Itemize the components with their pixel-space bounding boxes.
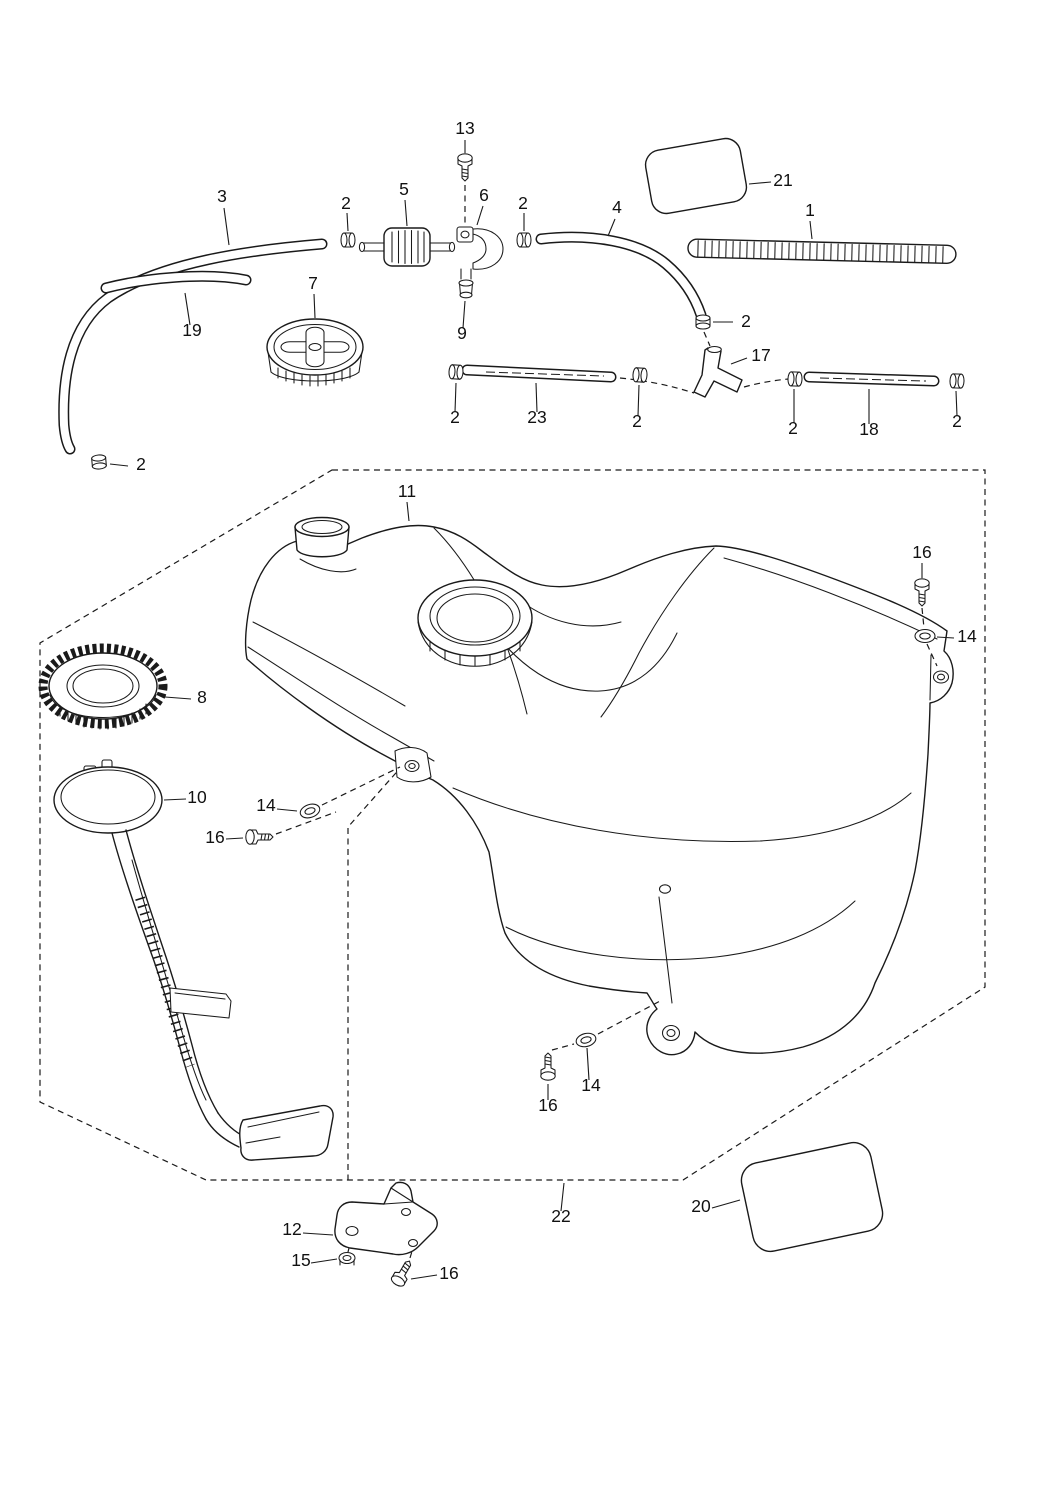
callout-2: 2	[741, 311, 751, 331]
hose-clamp	[695, 314, 711, 330]
callout-7: 7	[308, 273, 318, 293]
callout-18: 18	[859, 419, 878, 439]
hose-clamp	[632, 367, 648, 383]
hose-clamp	[949, 373, 965, 389]
tank-boss-hole	[658, 884, 672, 894]
fuel-hose-23	[461, 364, 617, 383]
callout-2: 2	[788, 418, 798, 438]
callout-9: 9	[457, 323, 467, 343]
callout-11: 11	[398, 481, 416, 501]
protector-pad-20	[740, 1141, 884, 1253]
tank-front-mount-flange	[394, 746, 432, 783]
callout-22: 22	[551, 1206, 570, 1226]
callout-1: 1	[805, 200, 815, 220]
callout-16: 16	[205, 827, 224, 847]
callout-4: 4	[612, 197, 622, 217]
fuel-cap	[266, 318, 364, 387]
assembly-boundary-dashed	[39, 469, 986, 1181]
callout-13: 13	[455, 118, 474, 138]
grommet-14	[914, 628, 936, 644]
mount-bracket	[334, 1181, 438, 1256]
fuel-hose-4	[535, 231, 707, 321]
tank-filler-neck	[294, 516, 350, 558]
callout-2: 2	[136, 454, 146, 474]
callout-2: 2	[518, 193, 528, 213]
fuel-level-sender	[53, 759, 334, 1161]
hose-clamp	[340, 232, 356, 248]
callout-10: 10	[187, 787, 207, 807]
screw-16	[245, 829, 274, 845]
callout-labels: 13 3 2 5 6 2 4 21 1 7 19 9 2 17 2 23 2 2…	[136, 118, 977, 1283]
joint-9	[458, 279, 474, 299]
callout-17: 17	[751, 345, 770, 365]
callout-14: 14	[256, 795, 276, 815]
callout-3: 3	[217, 186, 227, 206]
fuel-hose-19	[100, 270, 252, 294]
callout-16: 16	[912, 542, 931, 562]
t-joint	[693, 345, 743, 398]
fuel-tank	[244, 516, 954, 1056]
callout-8: 8	[197, 687, 207, 707]
screw-13	[457, 153, 473, 182]
callout-12: 12	[282, 1219, 301, 1239]
callout-2: 2	[341, 193, 351, 213]
fuel-filter	[358, 227, 456, 267]
hose-clamp	[90, 453, 108, 471]
callout-16: 16	[439, 1263, 458, 1283]
callout-2: 2	[632, 411, 642, 431]
callout-6: 6	[479, 185, 489, 205]
callout-15: 15	[291, 1250, 310, 1270]
callout-2: 2	[450, 407, 460, 427]
protector-pad-21	[644, 137, 748, 215]
callout-21: 21	[773, 170, 792, 190]
callout-14: 14	[957, 626, 977, 646]
screw-16	[389, 1256, 417, 1289]
hose-clamp	[448, 364, 464, 380]
screw-16	[914, 578, 930, 607]
screw-16	[540, 1052, 556, 1081]
hose-clamp	[516, 232, 532, 248]
callout-leaders	[109, 140, 958, 1280]
fuel-hose-3	[58, 238, 328, 455]
fuel-hose-18	[803, 371, 940, 387]
callout-5: 5	[399, 179, 409, 199]
nut-15	[338, 1251, 356, 1266]
callout-14: 14	[581, 1075, 601, 1095]
grommet-14	[297, 801, 323, 821]
grommet-14	[574, 1030, 598, 1050]
hose-clamp	[787, 371, 803, 387]
callout-20: 20	[691, 1196, 711, 1216]
sender-lock-ring	[38, 643, 168, 730]
corrugated-hose	[687, 238, 957, 264]
callout-23: 23	[527, 407, 546, 427]
callout-16: 16	[538, 1095, 557, 1115]
callout-19: 19	[182, 320, 201, 340]
tank-filler-opening	[417, 579, 533, 667]
callout-2: 2	[952, 411, 962, 431]
filter-bracket	[456, 226, 504, 280]
